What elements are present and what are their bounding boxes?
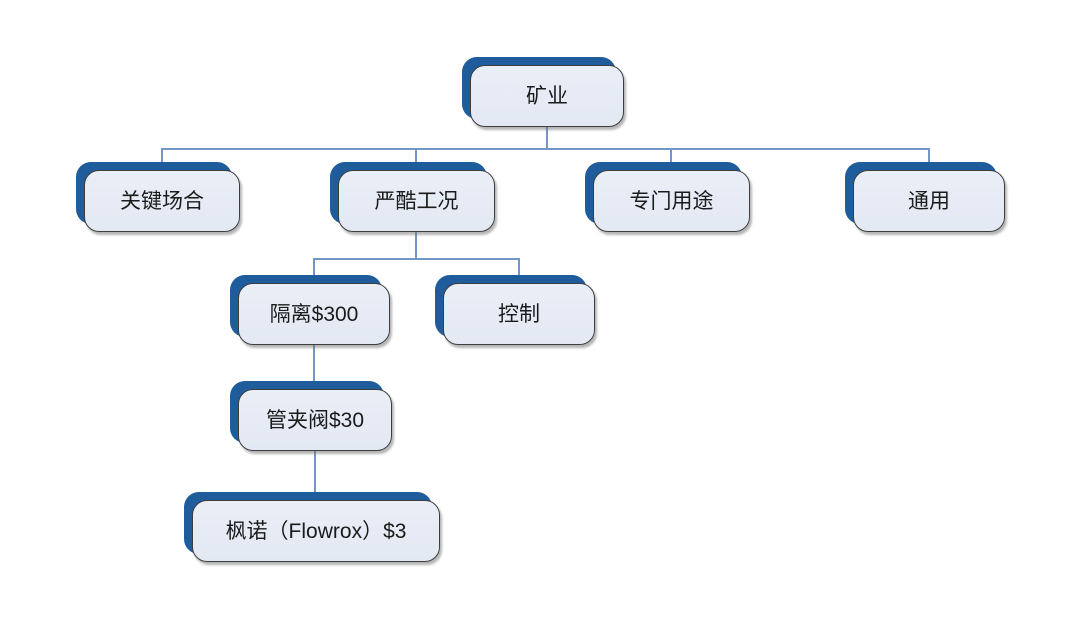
node-control[interactable]: 控制 — [435, 275, 595, 347]
node-mining[interactable]: 矿业 — [462, 57, 624, 129]
node-label: 枫诺（Flowrox）$3 — [225, 519, 407, 543]
node-label: 隔离$300 — [269, 302, 359, 326]
node-face: 通用 — [853, 170, 1005, 232]
node-face: 矿业 — [470, 65, 624, 127]
node-general-purpose[interactable]: 通用 — [845, 162, 1005, 234]
node-face: 关键场合 — [84, 170, 240, 232]
connector-level2-horizontal — [313, 258, 520, 260]
node-label: 通用 — [908, 189, 950, 213]
node-label: 管夹阀$30 — [265, 408, 365, 432]
node-face: 管夹阀$30 — [238, 389, 392, 451]
node-critical-applications[interactable]: 关键场合 — [76, 162, 240, 234]
node-face: 严酷工况 — [338, 170, 495, 232]
connector-isolation-pinch — [313, 343, 315, 391]
node-label: 关键场合 — [120, 189, 204, 213]
node-face: 专门用途 — [593, 170, 750, 232]
connector-drop-isolation — [313, 258, 315, 290]
node-severe-service[interactable]: 严酷工况 — [330, 162, 495, 234]
connector-level1-horizontal — [161, 148, 930, 150]
node-face: 控制 — [443, 283, 595, 345]
node-flowrox[interactable]: 枫诺（Flowrox）$3 — [184, 492, 440, 564]
node-pinch-valve[interactable]: 管夹阀$30 — [230, 381, 392, 453]
node-label: 严酷工况 — [374, 189, 459, 213]
connector-drop-control — [518, 258, 520, 290]
node-label: 矿业 — [526, 84, 568, 108]
connector-pinch-flowrox — [314, 449, 316, 504]
node-face: 隔离$300 — [238, 283, 390, 345]
connector-root-vertical — [546, 126, 548, 150]
connector-severe-vertical — [415, 230, 417, 260]
node-isolation[interactable]: 隔离$300 — [230, 275, 390, 347]
node-label: 专门用途 — [629, 189, 714, 213]
node-face: 枫诺（Flowrox）$3 — [192, 500, 440, 562]
node-special-purpose[interactable]: 专门用途 — [585, 162, 750, 234]
node-label: 控制 — [498, 302, 540, 326]
